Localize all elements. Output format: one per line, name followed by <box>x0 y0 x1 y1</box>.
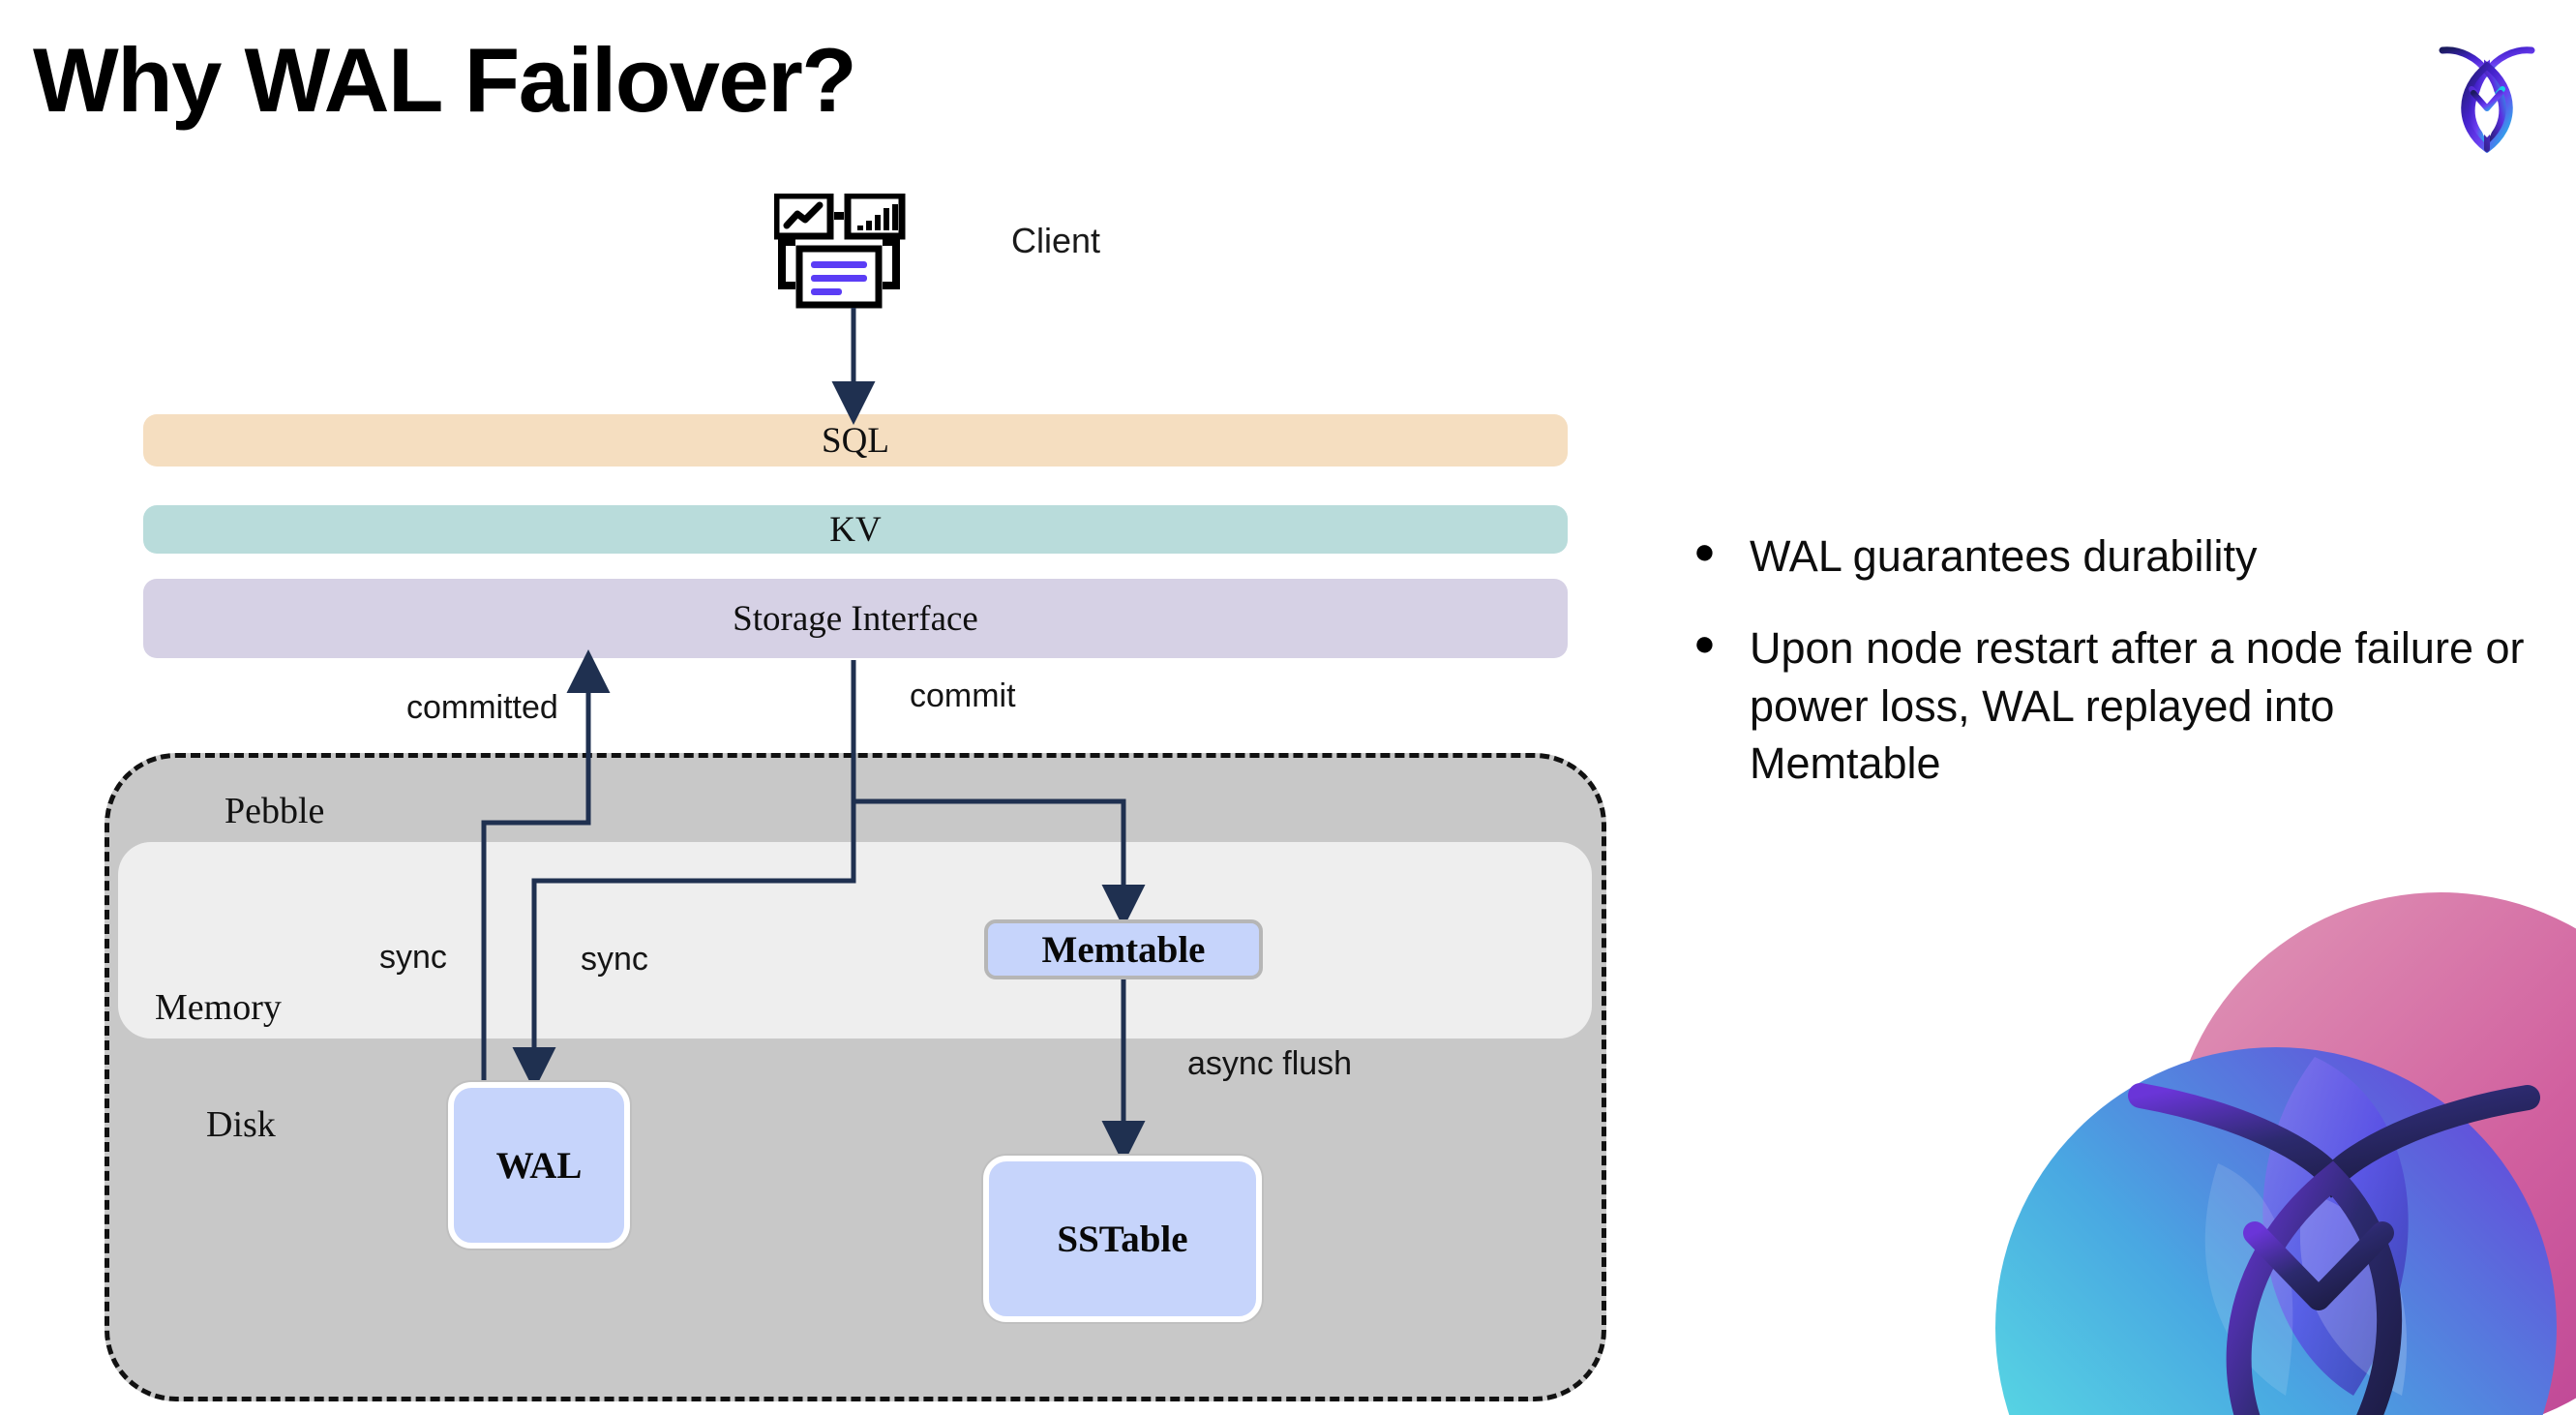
edge-label-committed: committed <box>406 689 558 726</box>
bullet-marker-icon: ● <box>1693 623 1716 665</box>
edge-label-sync-left: sync <box>379 939 447 976</box>
memory-region <box>118 842 1592 1039</box>
bullet-list: ● WAL guarantees durability ● Upon node … <box>1693 527 2526 828</box>
node-sstable[interactable]: SSTable <box>983 1156 1262 1322</box>
layer-label-sql: SQL <box>822 420 889 461</box>
layer-label-storage: Storage Interface <box>733 598 978 639</box>
edge-label-commit: commit <box>910 677 1016 714</box>
node-label-sstable: SSTable <box>1057 1218 1188 1260</box>
cockroachdb-watermark-artwork <box>1899 873 2576 1415</box>
node-label-wal: WAL <box>495 1144 583 1187</box>
layer-bar-kv[interactable]: KV <box>143 505 1568 554</box>
pebble-label: Pebble <box>225 791 325 831</box>
page-title: Why WAL Failover? <box>33 29 857 131</box>
disk-label: Disk <box>206 1104 276 1145</box>
bullet-text: Upon node restart after a node failure o… <box>1750 623 2525 789</box>
node-memtable[interactable]: Memtable <box>984 919 1263 979</box>
list-item: ● WAL guarantees durability <box>1693 527 2526 585</box>
list-item: ● Upon node restart after a node failure… <box>1693 619 2526 792</box>
bullet-text: WAL guarantees durability <box>1750 531 2258 581</box>
edge-label-async-flush: async flush <box>1187 1045 1353 1082</box>
client-label: Client <box>1011 221 1101 260</box>
memory-label: Memory <box>155 987 282 1028</box>
layer-bar-sql[interactable]: SQL <box>143 414 1568 467</box>
client-terminal-icon <box>772 192 929 310</box>
edge-label-sync-right: sync <box>581 941 648 978</box>
layer-label-kv: KV <box>829 509 882 550</box>
architecture-diagram: Client SQL KV Storage Interface Pebble M… <box>105 192 1606 1401</box>
node-wal[interactable]: WAL <box>448 1082 630 1249</box>
node-label-memtable: Memtable <box>1041 928 1206 971</box>
layer-bar-storage-interface[interactable]: Storage Interface <box>143 579 1568 658</box>
bullet-marker-icon: ● <box>1693 531 1716 572</box>
cockroachdb-logo <box>2429 29 2545 154</box>
